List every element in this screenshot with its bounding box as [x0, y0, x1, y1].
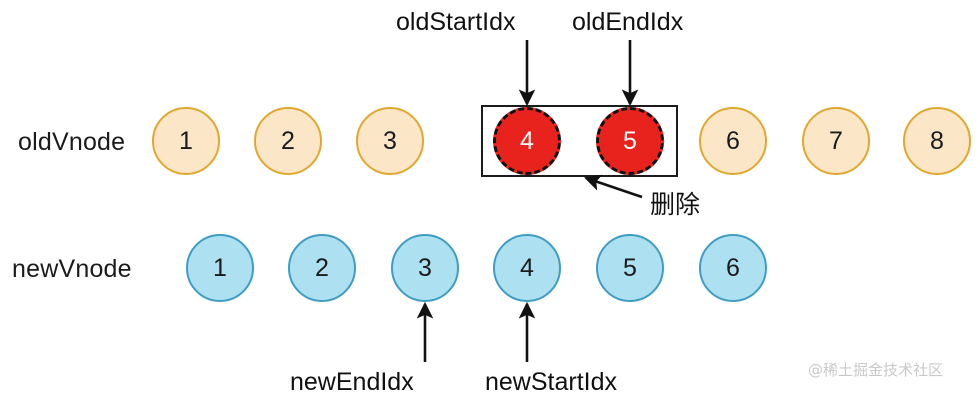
row-label-oldvnode: oldVnode: [18, 128, 126, 156]
node-value: 2: [281, 126, 295, 155]
old-node-3[interactable]: 3: [356, 107, 424, 175]
old-node-5[interactable]: 5: [596, 107, 664, 175]
new-node-1[interactable]: 1: [186, 234, 254, 302]
old-node-7[interactable]: 7: [802, 107, 870, 175]
node-value: 8: [930, 126, 944, 155]
delete-callout-arrow: [584, 174, 643, 199]
node-value: 1: [179, 126, 193, 155]
new-node-3[interactable]: 3: [391, 234, 459, 302]
watermark-label: @稀土掘金技术社区: [808, 361, 944, 379]
node-value: 4: [520, 126, 534, 155]
node-value: 3: [383, 126, 397, 155]
pointer-label-newstartidx: newStartIdx: [485, 368, 618, 396]
new-node-2[interactable]: 2: [288, 234, 356, 302]
row-label-newvnode: newVnode: [12, 255, 132, 283]
old-node-4[interactable]: 4: [493, 107, 561, 175]
old-node-8[interactable]: 8: [903, 107, 971, 175]
selection-box: [481, 105, 678, 177]
node-value: 5: [623, 126, 637, 155]
node-value: 6: [726, 253, 740, 282]
node-value: 1: [213, 253, 227, 282]
node-value: 2: [315, 253, 329, 282]
new-node-4[interactable]: 4: [493, 234, 561, 302]
pointer-label-oldstartidx: oldStartIdx: [396, 8, 516, 36]
old-node-6[interactable]: 6: [699, 107, 767, 175]
node-value: 7: [829, 126, 843, 155]
pointer-label-newendidx: newEndIdx: [290, 368, 414, 396]
pointer-label-oldendidx: oldEndIdx: [572, 8, 684, 36]
node-value: 5: [623, 253, 637, 282]
node-value: 4: [520, 253, 534, 282]
delete-annotation-label: 删除: [650, 191, 701, 219]
new-node-5[interactable]: 5: [596, 234, 664, 302]
node-value: 3: [418, 253, 432, 282]
old-node-2[interactable]: 2: [254, 107, 322, 175]
old-node-1[interactable]: 1: [152, 107, 220, 175]
new-node-6[interactable]: 6: [699, 234, 767, 302]
node-value: 6: [726, 126, 740, 155]
